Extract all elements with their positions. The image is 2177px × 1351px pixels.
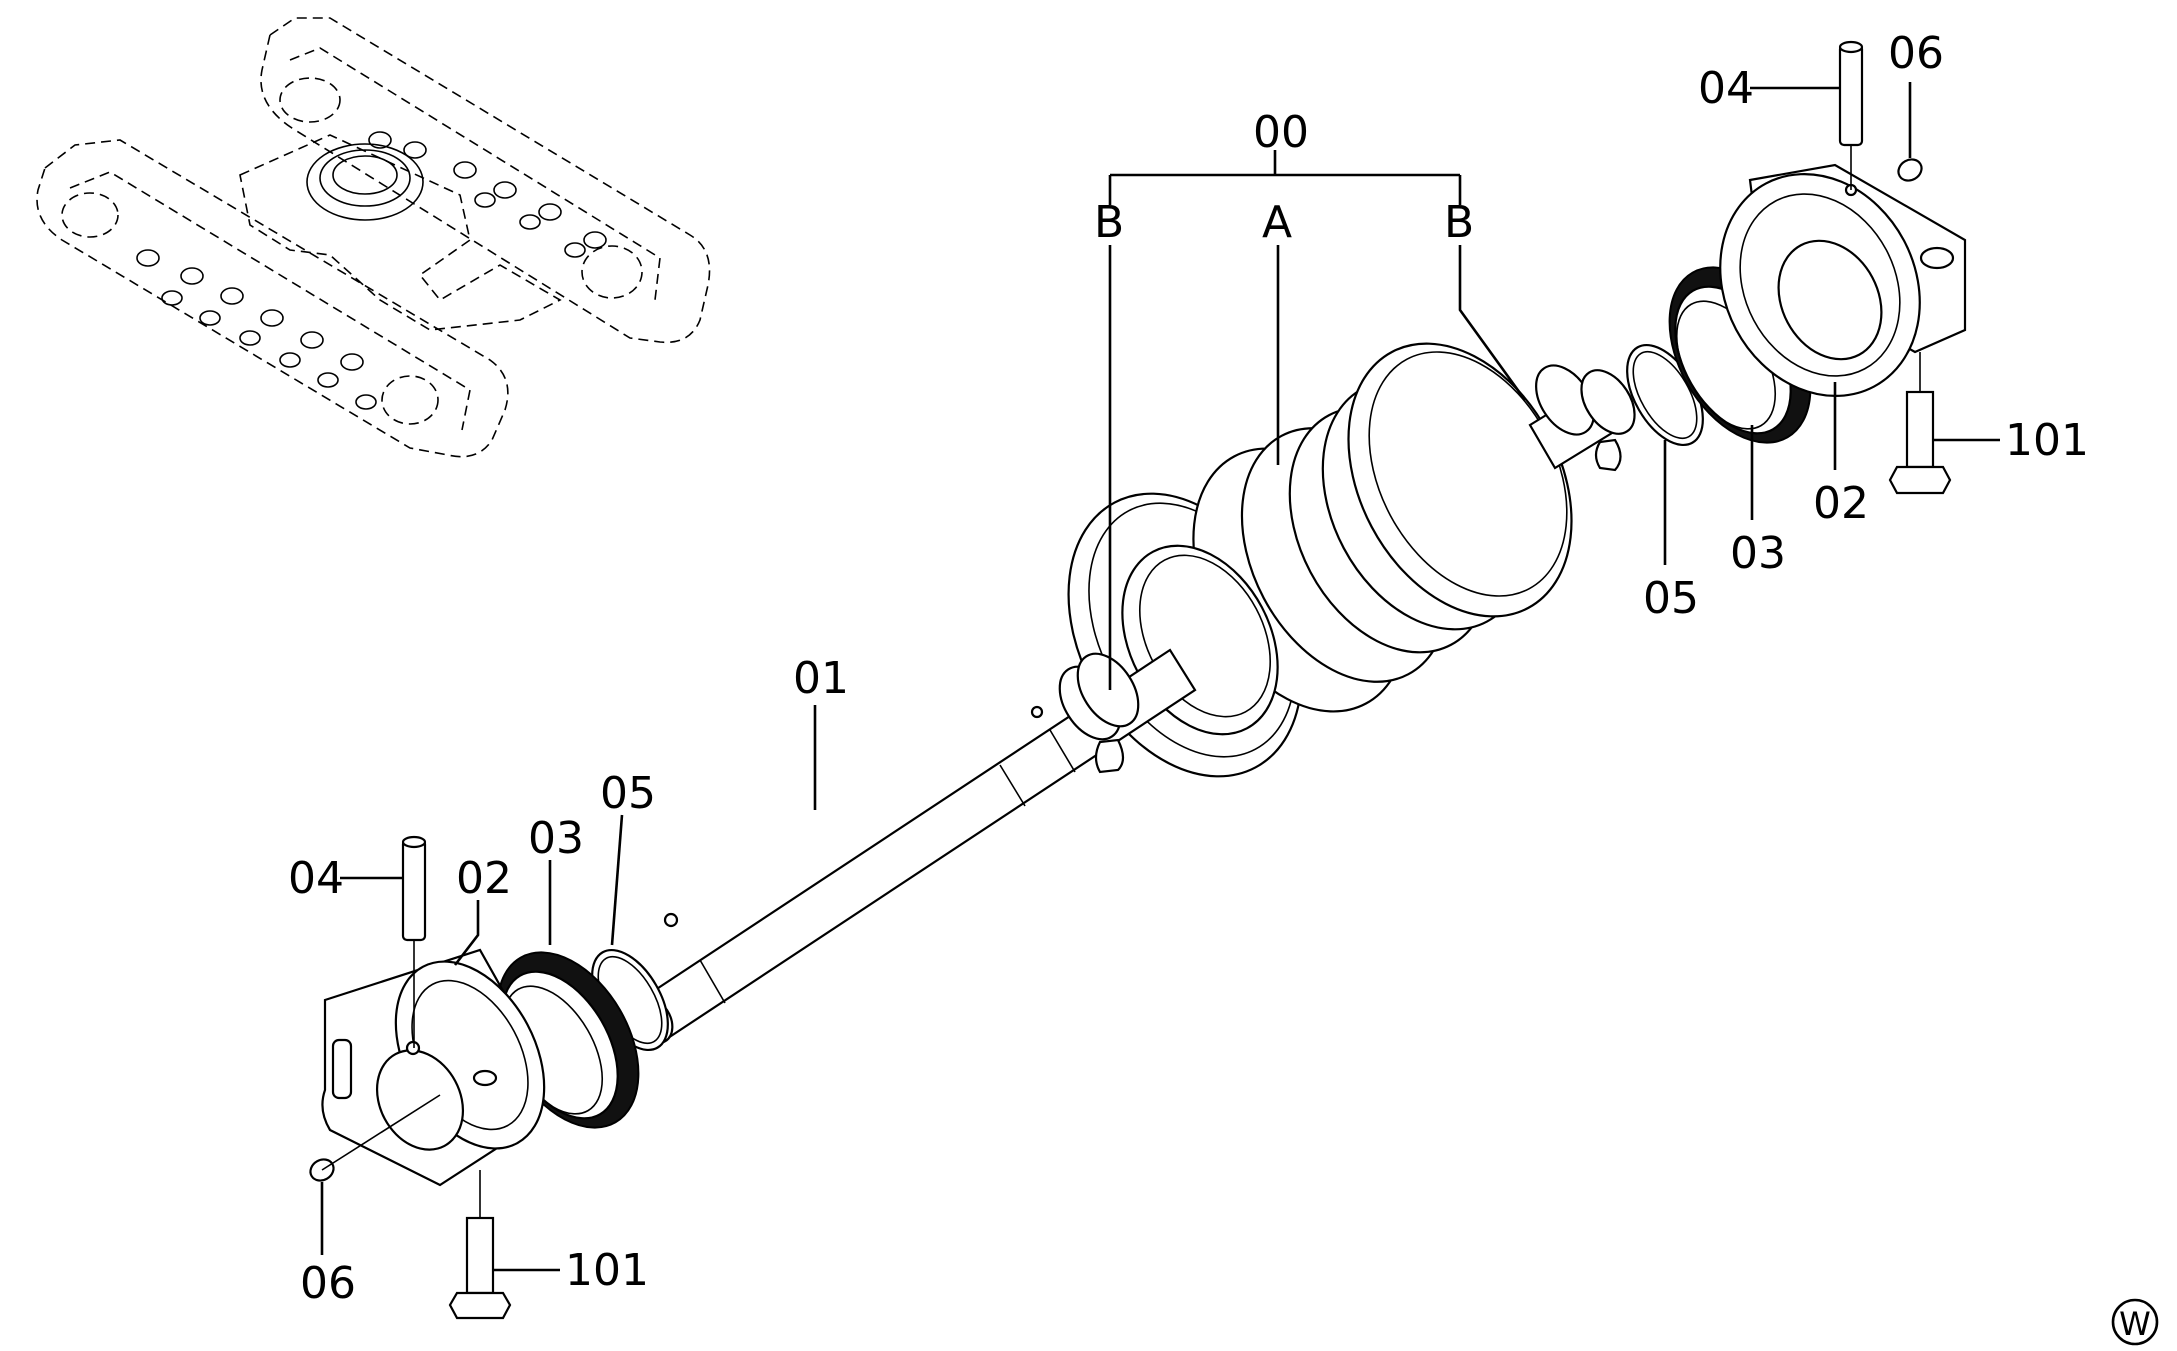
pin-left xyxy=(401,835,427,1048)
shaft-right-end xyxy=(1528,364,1636,472)
pin-right xyxy=(1838,40,1864,190)
callout-bracket-right: 02 xyxy=(1813,478,1869,529)
undercarriage-thumbnail xyxy=(36,17,711,458)
callout-floating-seal-right: 03 xyxy=(1730,528,1786,579)
callout-plug-right: 06 xyxy=(1888,28,1944,79)
callout-roller: A xyxy=(1262,197,1292,248)
bolt-left xyxy=(448,1170,512,1320)
bolt-right xyxy=(1888,352,1952,495)
callout-bolt-left: 101 xyxy=(565,1245,649,1296)
callout-pin-left: 04 xyxy=(288,853,344,904)
callout-floating-seal-left: 03 xyxy=(528,813,584,864)
callout-collar-left: B xyxy=(1094,197,1124,248)
corner-mark-letter: W xyxy=(2119,1305,2151,1343)
callout-collar-right: B xyxy=(1444,197,1474,248)
plug-left xyxy=(309,1094,441,1182)
callout-assembly: 00 xyxy=(1253,107,1309,158)
callout-pin-right: 04 xyxy=(1698,63,1754,114)
bracket-left xyxy=(321,948,546,1187)
corner-mark: W xyxy=(2111,1298,2159,1346)
callout-plug-left: 06 xyxy=(300,1258,356,1309)
callout-bolt-right: 101 xyxy=(2005,415,2089,466)
roller-shaft xyxy=(630,648,1197,1045)
callout-o-ring-left: 05 xyxy=(600,768,656,819)
callout-shaft: 01 xyxy=(793,653,849,704)
leader-lines xyxy=(320,82,2000,1272)
bracket-right xyxy=(1719,163,1967,398)
callout-bracket-left: 02 xyxy=(456,853,512,904)
callout-o-ring-right: 05 xyxy=(1643,573,1699,624)
plug-right xyxy=(1897,158,1923,182)
